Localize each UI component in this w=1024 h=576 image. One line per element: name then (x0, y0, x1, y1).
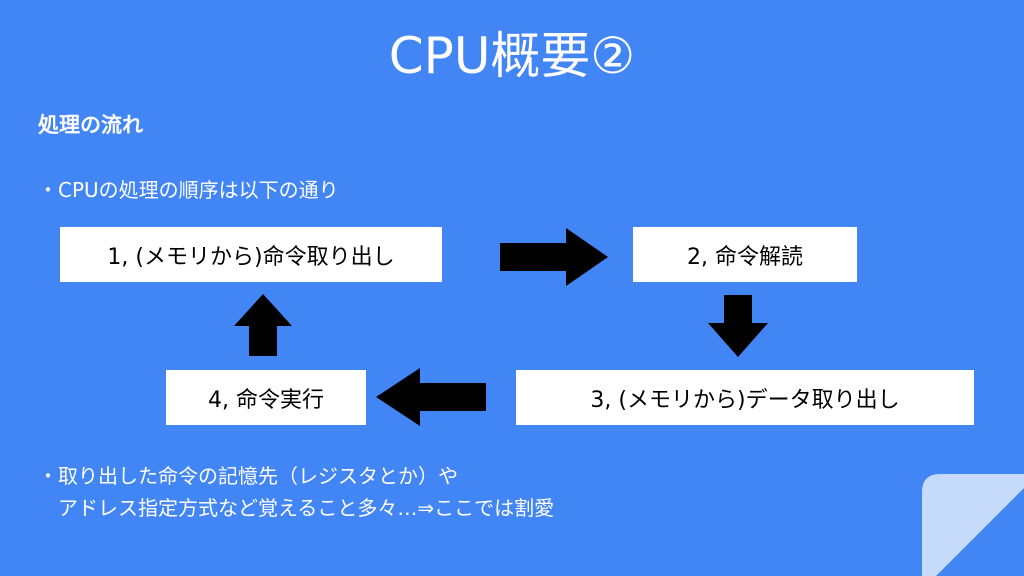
bullet-process-order: ・CPUの処理の順序は以下の通り (38, 178, 339, 202)
slide-title: CPU概要② (388, 27, 636, 85)
bullet-notes-line1: ・取り出した命令の記憶先（レジスタとか）や (38, 464, 458, 488)
arrow-down-icon (708, 295, 768, 357)
step-fetch-instruction: 1, (メモリから)命令取り出し (60, 227, 442, 282)
arrow-up-icon (234, 294, 292, 356)
arrow-right-icon (500, 228, 608, 286)
page-curl-decoration (922, 474, 1024, 576)
bullet-notes-line2: アドレス指定方式など覚えること多々…⇒ここでは割愛 (58, 496, 555, 520)
step-decode-instruction: 2, 命令解読 (633, 227, 857, 282)
bullet-notes: ・取り出した命令の記憶先（レジスタとか）や アドレス指定方式など覚えること多々…… (38, 460, 554, 524)
step-execute-instruction: 4, 命令実行 (166, 370, 366, 425)
section-heading: 処理の流れ (38, 113, 143, 137)
step-fetch-data: 3, (メモリから)データ取り出し (516, 370, 974, 425)
arrow-left-icon (376, 368, 486, 426)
